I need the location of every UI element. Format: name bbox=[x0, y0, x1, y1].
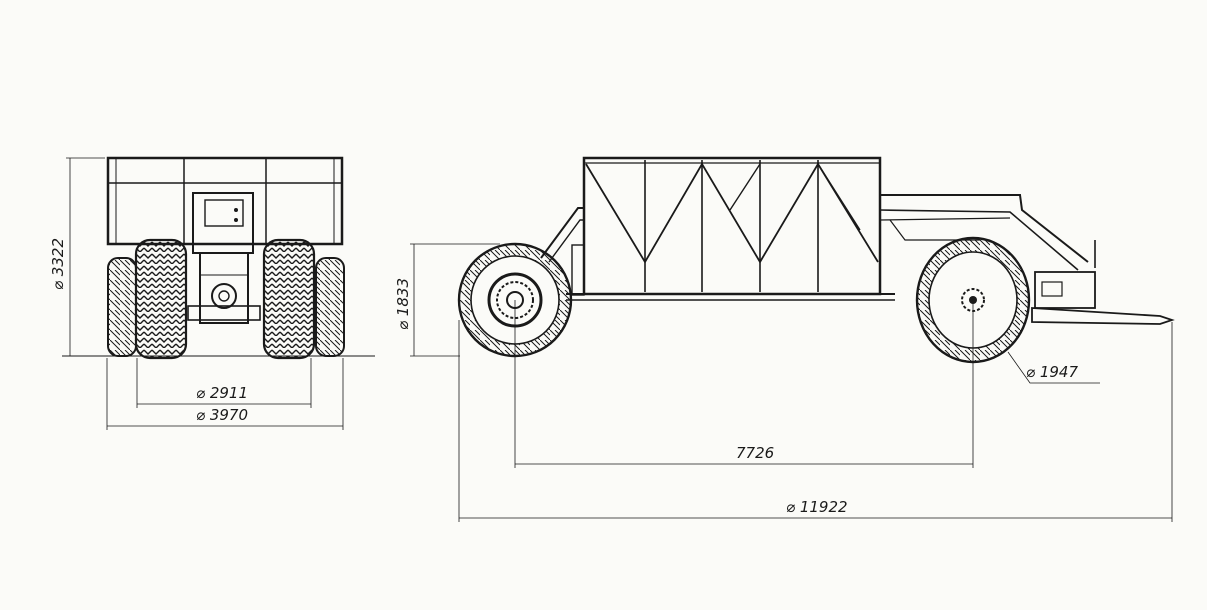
label-tire-diameter: 1947 bbox=[1040, 363, 1079, 381]
dimension-front-inner-width: ⌀ 2911 bbox=[136, 358, 312, 408]
label-front-inner-width: 2911 bbox=[210, 384, 248, 402]
front-left-outer-tire bbox=[107, 257, 137, 357]
dimension-wheelbase: 7726 bbox=[514, 300, 974, 468]
front-left-inner-tire bbox=[134, 238, 188, 360]
front-cargo-frame bbox=[106, 156, 344, 246]
svg-text:⌀ 3322: ⌀ 3322 bbox=[49, 238, 67, 290]
svg-text:⌀ 2911: ⌀ 2911 bbox=[196, 384, 248, 402]
label-wheelbase: 7726 bbox=[736, 444, 774, 462]
label-front-height: 3322 bbox=[49, 238, 67, 276]
dimension-overall-length: ⌀ 11922 bbox=[458, 320, 1173, 522]
side-chassis bbox=[540, 194, 1175, 325]
front-view: ⌀ 3322 ⌀ 2911 ⌀ 3970 bbox=[49, 156, 375, 430]
svg-text:⌀ 3970: ⌀ 3970 bbox=[196, 406, 248, 424]
side-view: ⌀ 1833 ⌀ 1947 7726 ⌀ 11922 bbox=[394, 156, 1175, 522]
svg-text:⌀ 1833: ⌀ 1833 bbox=[394, 278, 412, 330]
dimension-front-outer-width: ⌀ 3970 bbox=[106, 358, 344, 430]
label-side-wheel-height: 1833 bbox=[394, 278, 412, 316]
front-hitch-assembly bbox=[187, 192, 261, 324]
label-overall-length: 11922 bbox=[800, 498, 848, 516]
dimension-side-wheel-height: ⌀ 1833 bbox=[394, 243, 500, 357]
side-cargo-box bbox=[582, 156, 882, 296]
label-front-outer-width: 3970 bbox=[210, 406, 248, 424]
svg-text:⌀ 11922: ⌀ 11922 bbox=[786, 498, 848, 516]
front-right-outer-tire bbox=[315, 257, 345, 357]
front-right-inner-tire bbox=[262, 238, 316, 360]
dimension-tire-diameter: ⌀ 1947 bbox=[1007, 351, 1100, 384]
dimension-front-height: ⌀ 3322 bbox=[49, 157, 105, 356]
svg-text:⌀ 1947: ⌀ 1947 bbox=[1026, 363, 1078, 381]
